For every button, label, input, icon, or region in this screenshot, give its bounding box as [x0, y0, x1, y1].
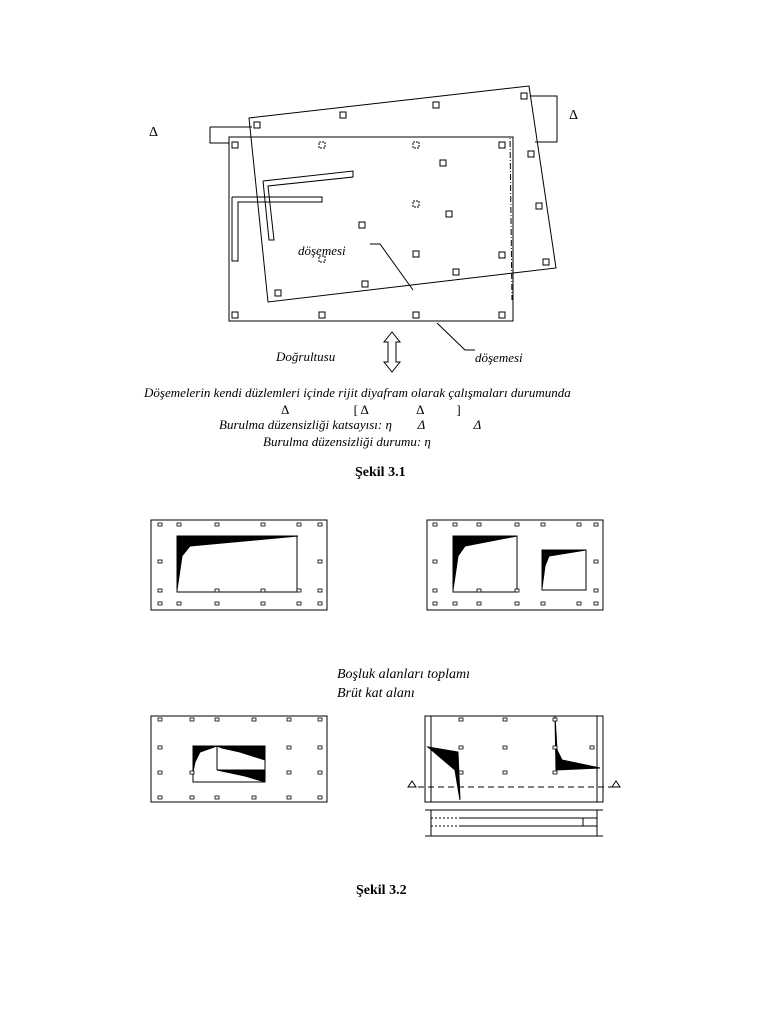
direction-arrow	[382, 331, 402, 373]
right-displacement-bracket	[530, 95, 558, 143]
direction-label: Doğrultusu	[276, 349, 336, 364]
original-slab	[228, 136, 514, 322]
caption-line-2: Δ [ Δ Δ ]	[281, 402, 461, 417]
outer-slab-label: döşemesi	[475, 350, 523, 365]
torsion-diagram-b1	[452, 535, 518, 591]
caption-line-4: Burulma düzensizliği durumu: η	[263, 434, 431, 449]
torsion-diagram-d2	[554, 715, 601, 771]
gross-floor-area-label: Brüt kat alanı	[337, 686, 415, 701]
rotated-slab	[248, 85, 557, 303]
wall-original	[231, 196, 323, 262]
figure-3-1-diagram	[209, 85, 558, 351]
caption-line-1: Döşemelerin kendi düzlemleri içinde riji…	[144, 385, 571, 400]
void-area-sum-label: Boşluk alanları toplamı	[337, 667, 470, 682]
torsion-diagram-c1	[192, 745, 218, 773]
torsion-diagram-c3	[216, 769, 266, 783]
torsion-diagram-c2	[216, 745, 266, 761]
columns-fig1	[231, 92, 550, 319]
leader-inner-slab	[370, 243, 414, 291]
leader-outer-slab	[436, 322, 475, 351]
torsion-diagram-b2	[541, 549, 587, 589]
wall-rotated	[262, 170, 354, 241]
panel-b	[426, 519, 604, 611]
left-displacement-bracket	[209, 127, 229, 144]
reference-dashdot-line	[250, 136, 513, 301]
panel-c	[150, 715, 328, 803]
torsion-diagram-a1	[176, 535, 299, 591]
figure-3-1-title: Şekil 3.1	[355, 465, 406, 480]
delta-left-label: Δ	[149, 125, 159, 140]
figure-3-2-title: Şekil 3.2	[356, 883, 407, 898]
columns-fig2	[157, 522, 599, 800]
inner-slab-label: döşemesi	[298, 243, 346, 258]
panel-d	[407, 715, 621, 837]
torsion-diagram-d1	[426, 746, 461, 801]
panel-a	[150, 519, 328, 611]
delta-right-label: Δ	[569, 108, 579, 123]
caption-line-3: Burulma düzensizliği katsayısı: η Δ Δ	[219, 417, 482, 432]
